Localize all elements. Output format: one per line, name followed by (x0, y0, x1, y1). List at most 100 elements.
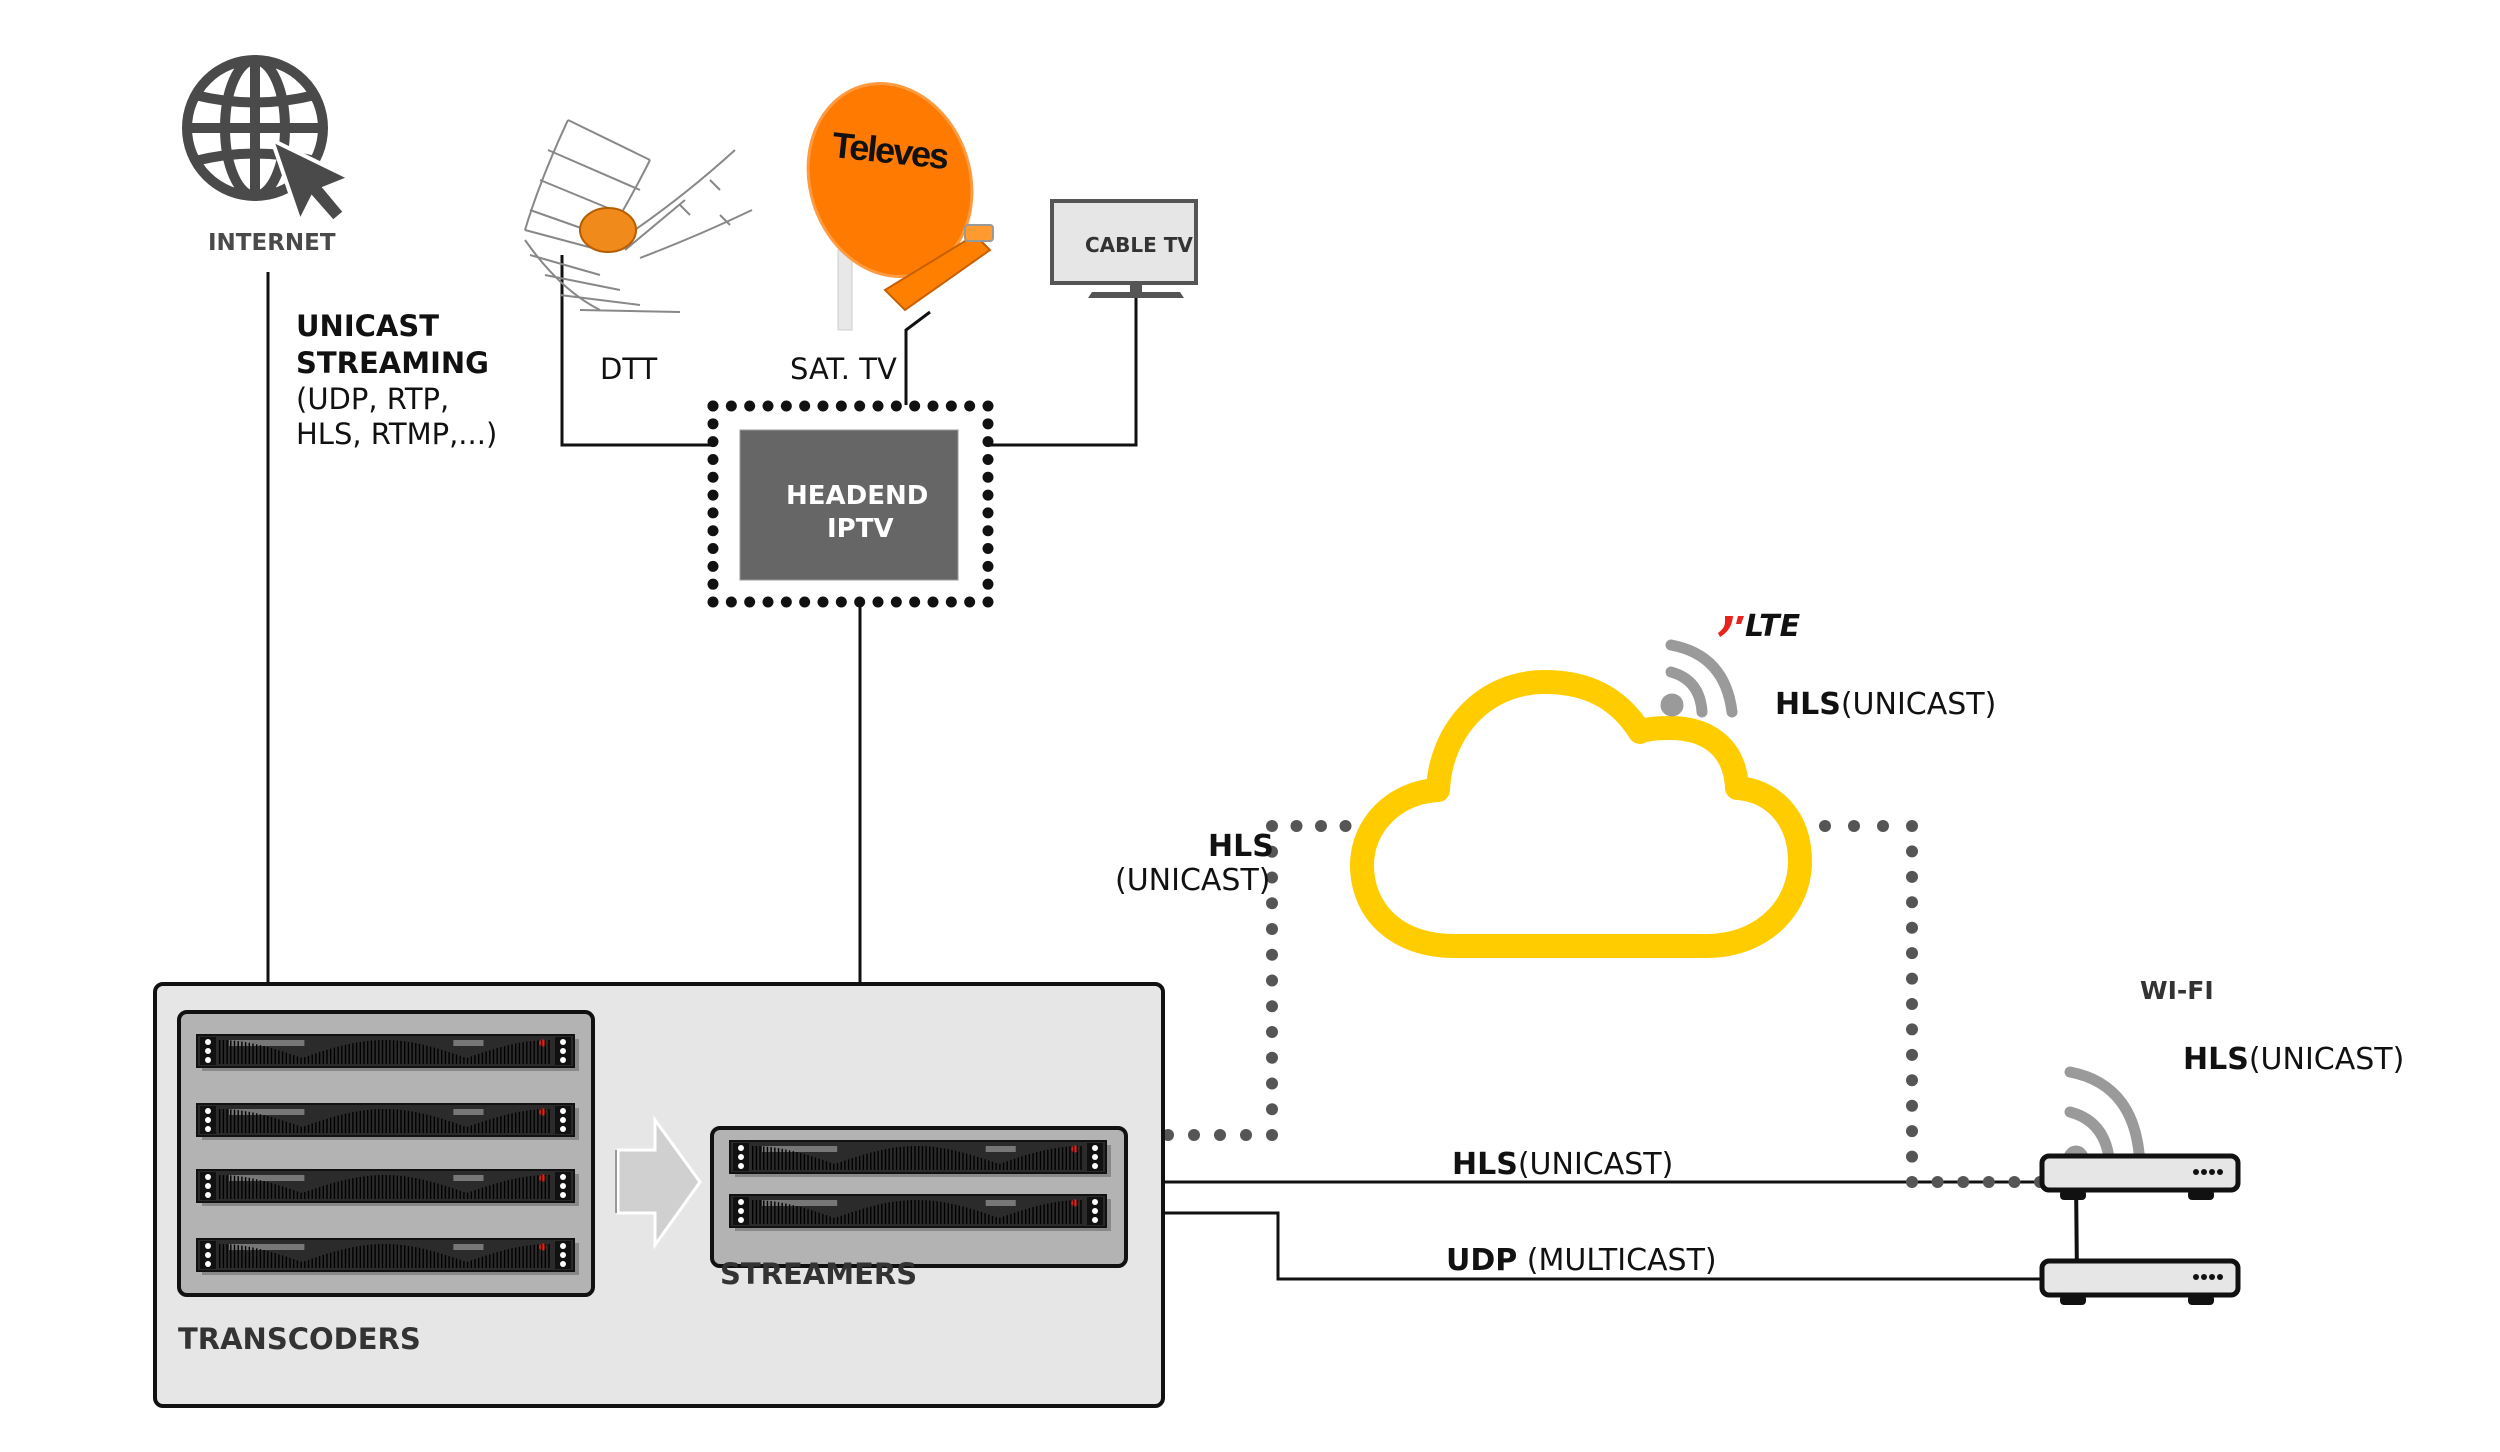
server-unit (729, 1140, 1111, 1177)
cloud-path-dot (1906, 921, 1918, 934)
dtt-link (560, 255, 713, 447)
cloud-path-dot (1266, 974, 1278, 987)
udp-output-mode: (MULTICAST) (1517, 1243, 1717, 1278)
cloud-path-dot (1906, 896, 1918, 909)
headend-frame-dot (744, 596, 756, 608)
lte-logo-mark-icon (1718, 616, 1744, 637)
flow-arrow-icon (615, 1115, 702, 1250)
cloud-path-dot (1188, 1129, 1200, 1141)
headend-frame-dot (817, 400, 829, 412)
headend-frame-dot (982, 453, 994, 465)
server-unit (196, 1103, 579, 1140)
cursor-arrow-icon (268, 136, 355, 228)
headend-frame-dot (982, 525, 994, 537)
cloud-path-dot (1339, 820, 1352, 832)
cloud-icon (1350, 670, 1812, 958)
headend-frame-dot (835, 596, 847, 608)
lte-label: LTE (1745, 609, 1801, 644)
cloud-path-dot (1819, 820, 1831, 832)
streamers-label: STREAMERS (720, 1257, 918, 1291)
cloud-path-dot (1906, 1023, 1918, 1036)
headend-frame-dot (799, 596, 811, 608)
server-unit (196, 1169, 579, 1206)
headend-frame-dot (707, 418, 719, 430)
headend-frame-dot (744, 400, 756, 412)
cloud-path-dot (1957, 1176, 1970, 1188)
headend-frame-dot (945, 596, 957, 608)
wifi-router-device (2039, 1153, 2241, 1200)
lte-hls-label: HLS(UNICAST) (1775, 690, 1996, 720)
cloud-path-dot (1931, 1176, 1944, 1188)
lte-hls-mode: (UNICAST) (1840, 687, 1997, 722)
cloud-path-dot (1906, 1150, 1918, 1163)
lte-signal-icon (1660, 639, 1738, 718)
headend-frame-dot (707, 596, 719, 608)
server-unit (196, 1034, 579, 1071)
cloud-path-dot (1266, 1129, 1278, 1141)
headend-frame-dot (707, 489, 719, 501)
cloud-path-dot (1906, 870, 1918, 883)
headend-frame-dot (725, 400, 737, 412)
cloud-path-dot (1214, 1129, 1226, 1141)
cloud-path-dot (1315, 820, 1327, 832)
cloud-path-dot (1906, 845, 1918, 858)
headend-frame-dot (982, 489, 994, 501)
headend-frame-dot (982, 596, 994, 608)
headend-frame-dot (762, 596, 774, 608)
headend-frame-dot (982, 400, 994, 412)
lte-hls-protocol: HLS (1775, 687, 1841, 722)
satellite-dish-icon (806, 82, 994, 331)
cloud-path-dot (1240, 1129, 1252, 1141)
unicast-streaming-title-line2: STREAMING (296, 346, 489, 380)
cloud-path-dot (1290, 820, 1303, 832)
headend-frame-dot (799, 400, 811, 412)
headend-frame-dot (982, 436, 994, 448)
wifi-label: WI-FI (2140, 976, 2214, 1005)
headend-frame-dot (927, 596, 939, 608)
cloud-link-protocol: HLS (1208, 829, 1274, 864)
headend-dotted-frame (707, 400, 994, 608)
headend-frame-dot (725, 596, 737, 608)
cloud-path-dot (1906, 1176, 1918, 1188)
headend-frame-dot (707, 507, 719, 519)
transcoder-rack (177, 1010, 595, 1297)
server-unit (196, 1238, 579, 1275)
headend-frame-dot (707, 400, 719, 412)
cable-tv-label: CABLE TV (1085, 233, 1193, 257)
wifi-hls-label: HLS(UNICAST) (2183, 1045, 2404, 1075)
headend-frame-dot (780, 596, 792, 608)
cloud-path-dot (1906, 820, 1918, 832)
headend-frame-dot (890, 400, 902, 412)
cloud-path-dot (1906, 1048, 1918, 1061)
headend-frame-dot (872, 400, 884, 412)
cloud-path-dot (1266, 1077, 1278, 1090)
headend-frame-dot (707, 471, 719, 483)
cloud-path-dot (1906, 947, 1918, 960)
headend-frame-dot (707, 560, 719, 572)
headend-frame-dot (982, 507, 994, 519)
cloud-path-dot (1877, 820, 1889, 832)
cloud-link-mode: (UNICAST) (1115, 863, 1271, 898)
cloud-path-dot (1266, 948, 1278, 961)
headend-frame-dot (982, 560, 994, 572)
cloud-path-dot (1266, 897, 1278, 910)
cloud-path-dot (1266, 1000, 1278, 1013)
cable-link (990, 296, 1138, 447)
cloud-path-dot (1266, 923, 1278, 935)
headend-frame-dot (707, 525, 719, 537)
transcoders-label: TRANSCODERS (178, 1322, 421, 1356)
unicast-streaming-protocols-line1: (UDP, RTP, (296, 382, 450, 416)
cloud-path-dot (1266, 1051, 1278, 1064)
unicast-streaming-title-line1: UNICAST (296, 309, 440, 343)
headend-frame-dot (817, 596, 829, 608)
headend-frame-dot (890, 596, 902, 608)
headend-frame-dot (909, 596, 921, 608)
headend-frame-dot (964, 596, 976, 608)
headend-frame-dot (707, 543, 719, 555)
dtt-label: DTT (600, 352, 658, 386)
headend-frame-dot (982, 418, 994, 430)
headend-frame-dot (945, 400, 957, 412)
headend-frame-dot (927, 400, 939, 412)
headend-frame-dot (982, 471, 994, 483)
